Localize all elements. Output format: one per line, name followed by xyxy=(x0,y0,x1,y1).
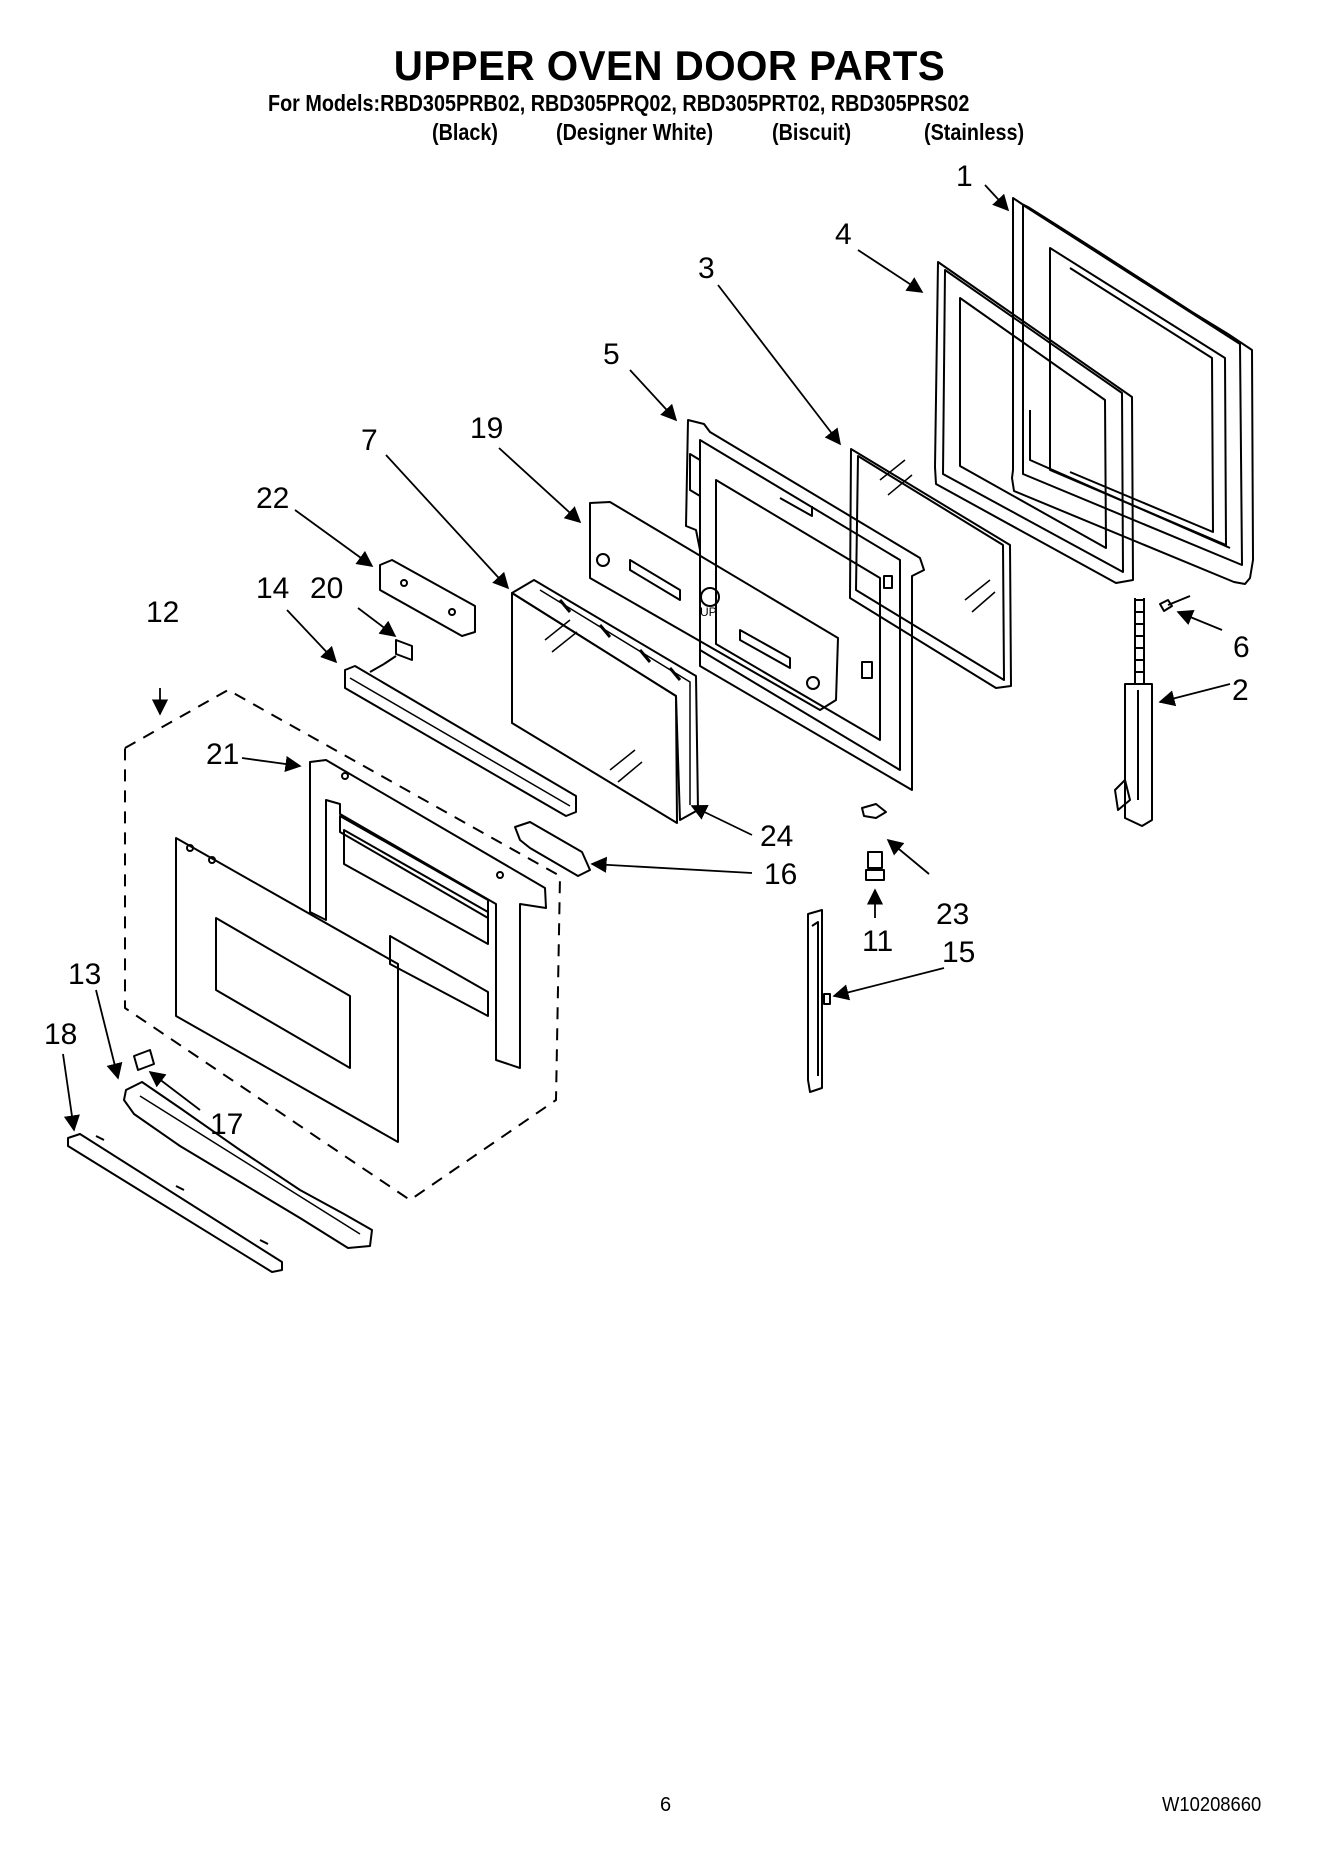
part-7-inner-glass xyxy=(511,592,678,824)
up-marking: UP xyxy=(700,605,717,619)
callout-3: 3 xyxy=(698,252,715,285)
variant-biscuit: (Biscuit) xyxy=(772,119,852,145)
part-1-outer-door-panel xyxy=(1011,197,1254,585)
part-12-outer-door-assembly xyxy=(124,689,561,1201)
part-18-trim-strip xyxy=(67,1133,283,1273)
part-22-bracket xyxy=(379,559,476,637)
callout-2: 2 xyxy=(1232,674,1249,707)
callout-24: 24 xyxy=(760,820,793,853)
part-15-door-strip xyxy=(807,909,831,1093)
callout-14: 14 xyxy=(256,572,289,605)
part-14-rail xyxy=(344,665,577,817)
page-title: UPPER OVEN DOOR PARTS xyxy=(393,42,946,89)
leader-lines xyxy=(62,184,1231,1132)
callout-12: 12 xyxy=(146,596,179,629)
callout-5: 5 xyxy=(603,338,620,371)
callout-22: 22 xyxy=(256,482,289,515)
part-23-clip xyxy=(861,803,887,819)
document-number: W10208660 xyxy=(1162,1794,1262,1816)
callout-1: 1 xyxy=(956,160,973,193)
callout-numbers: 1 2 3 4 5 6 7 11 12 13 14 15 16 17 18 19… xyxy=(44,160,1250,1141)
callout-7: 7 xyxy=(361,424,378,457)
models-line: For Models:RBD305PRB02, RBD305PRQ02, RBD… xyxy=(268,90,970,116)
part-2-hinge xyxy=(1114,598,1153,827)
callout-21: 21 xyxy=(206,738,239,771)
part-24-glass-assembly xyxy=(511,579,699,821)
callout-17: 17 xyxy=(210,1108,243,1141)
part-20-screw xyxy=(369,639,413,673)
variant-black: (Black) xyxy=(432,119,498,145)
part-4-door-frame xyxy=(934,261,1134,584)
part-13-door-handle xyxy=(123,1081,373,1249)
variant-designer-white: (Designer White) xyxy=(556,119,714,145)
page-number: 6 xyxy=(660,1794,672,1816)
callout-13: 13 xyxy=(68,958,101,991)
callout-11: 11 xyxy=(862,925,893,958)
callout-19: 19 xyxy=(470,412,503,445)
part-16-bracket xyxy=(514,821,591,877)
callout-4: 4 xyxy=(835,218,852,251)
callout-23: 23 xyxy=(936,898,969,931)
part-3-glass-panel xyxy=(849,448,1012,689)
variant-stainless: (Stainless) xyxy=(924,119,1025,145)
callout-20: 20 xyxy=(310,572,343,605)
callout-16: 16 xyxy=(764,858,797,891)
part-11-screw xyxy=(865,851,885,881)
callout-6: 6 xyxy=(1233,631,1250,664)
part-6-screw xyxy=(1159,595,1191,612)
part-17-small-part xyxy=(133,1049,155,1071)
part-19-insulation-shield: UP xyxy=(589,501,839,711)
callout-18: 18 xyxy=(44,1018,77,1051)
callout-15: 15 xyxy=(942,936,975,969)
